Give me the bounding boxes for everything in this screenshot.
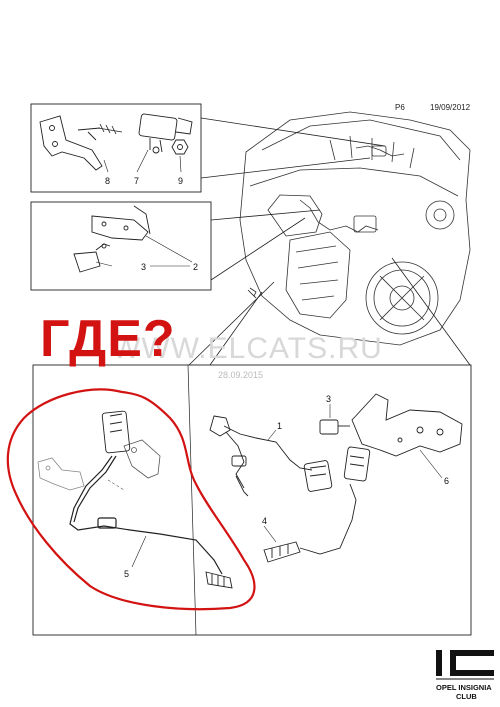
leader-7 [136,149,149,173]
leader-inset-2 [145,235,193,263]
leader-1 [267,429,277,441]
connector-part-5 [101,410,131,454]
label-1: 1 [277,421,282,431]
bracket-part-5 [123,439,161,479]
logo-line-1: OPEL INSIGNIA [436,683,492,692]
bracket-8 [39,115,103,171]
bracket-2 [91,205,151,241]
pointer-middle [210,209,321,281]
pointer-bottom [188,257,471,366]
label-3: 3 [326,394,331,404]
harness-part-5 [69,455,223,575]
page-date: 19/09/2012 [430,103,471,112]
label-4: 4 [262,516,267,526]
inset-box-bottom [32,364,472,636]
leader-8 [103,159,109,173]
logo-line-2: CLUB [456,692,477,701]
inset-box-middle [30,201,212,291]
red-circle-annotation [6,388,256,611]
leader-4 [263,525,277,543]
label-inset-2: 2 [193,262,198,272]
sensor-3-inset [73,243,111,273]
bracket-left [37,457,85,491]
label-9: 9 [178,176,183,186]
nut-9 [171,139,189,155]
club-logo: OPEL INSIGNIA CLUB [436,650,494,701]
bracket-part-6 [351,393,463,457]
leader-9 [179,155,182,173]
label-7: 7 [134,176,139,186]
inset-box-top [30,103,202,193]
sensor-part-4 [263,483,357,563]
label-inset-3: 3 [141,262,146,272]
page-code: P6 [395,103,405,112]
connector-part-1 [303,460,333,492]
label-8: 8 [105,176,110,186]
watermark-site: WWW.ELCATS.RU [112,332,383,365]
dash-line [107,479,125,491]
divider [187,364,197,636]
engine-illustration [239,111,471,346]
small-bolt [247,287,257,299]
sensor-part-5 [205,571,233,589]
sensor-7 [138,113,193,154]
bolt-8 [97,123,123,135]
connector-part-6 [343,446,371,482]
label-5: 5 [124,569,129,579]
pointer-top [200,117,386,179]
sensor-part-1 [209,415,313,497]
leader-6 [419,449,443,479]
label-6: 6 [444,476,449,486]
leader-inset-3 [95,261,113,267]
watermark-date: 28.09.2015 [218,370,263,380]
pointer-bottom-2 [209,291,263,366]
annotation-where: ГДЕ? [40,310,176,368]
leader-5 [131,535,147,568]
sensor-part-3 [319,419,350,435]
